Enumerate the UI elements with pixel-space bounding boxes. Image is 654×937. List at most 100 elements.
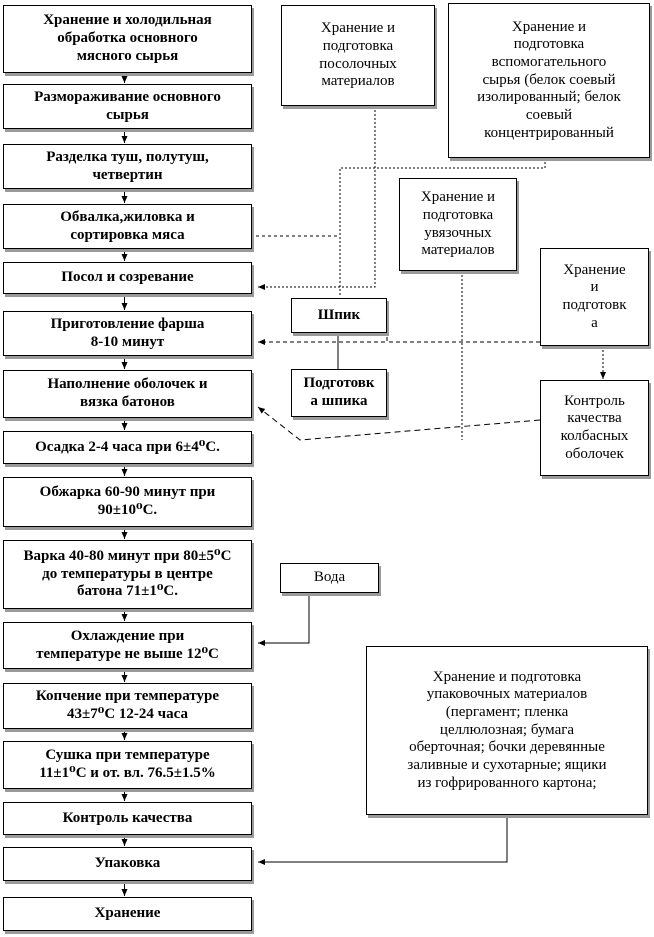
text-line: сырья <box>106 106 149 123</box>
text-line: Посол и созревание <box>61 269 194 286</box>
text-line: подготовка <box>422 206 494 223</box>
step-settling-label: Осадка 2-4 часа при 6±4⁰С. <box>35 439 220 457</box>
text-line: Вода <box>313 569 346 586</box>
text-line: сырья (белок соевый <box>482 71 616 88</box>
text-line: а <box>591 314 598 331</box>
text-line: Копчение при температуре <box>35 688 220 705</box>
text-line: Осадка 2-4 часа при 6±4⁰С. <box>35 438 220 455</box>
text-line: Разделка туш, полутуш, <box>46 148 209 165</box>
text-line: оболочек <box>565 445 624 462</box>
text-line: сортировка мяса <box>70 226 185 243</box>
text-line: целлюлозная; бумага <box>439 721 575 738</box>
salt-to-curing-connector <box>258 106 376 290</box>
packaging-to-packing-connector <box>258 816 508 865</box>
text-line: изолированный; белок <box>477 89 621 106</box>
text-line: до температуры в центре <box>42 565 213 582</box>
step-curing: Посол и созревание <box>3 262 252 294</box>
box-water: Вода <box>280 563 379 593</box>
text-line: вспомогательного <box>491 53 607 70</box>
text-line: Обжарка 60-90 минут при <box>39 484 216 501</box>
text-line: Приготовление фарша <box>50 315 205 332</box>
text-line: батона 71±1⁰С. <box>76 583 179 600</box>
text-line: и <box>590 279 599 296</box>
step-storage: Хранение <box>3 897 252 931</box>
text-line: увязочных <box>424 224 492 241</box>
text-line: Хранение и <box>320 20 396 37</box>
text-line: Хранение и <box>420 189 496 206</box>
text-line: 90±10⁰С. <box>97 502 158 518</box>
text-line: Хранение и <box>511 18 587 35</box>
step-storage-label: Хранение <box>95 905 161 923</box>
text-line: подготовк <box>562 297 627 313</box>
text-line: обработка основного <box>57 30 198 47</box>
text-line: Подготовк <box>303 375 375 392</box>
text-line: подготовка <box>513 36 585 53</box>
text-line: а шпика <box>310 393 368 409</box>
text-line: посолочных <box>319 55 397 72</box>
text-line: (пергамент; пленка <box>445 703 569 720</box>
text-line: материалов <box>321 73 395 90</box>
text-line: Хранение и холодильная <box>43 12 212 29</box>
step-carcass-cutting-label: Разделка туш, полутуш,четвертин <box>46 149 209 184</box>
text-line: качества <box>567 410 622 427</box>
text-line: Сушка при температуре <box>45 747 210 764</box>
box-shpik: Шпик <box>291 298 387 333</box>
box-shpik-label: Шпик <box>318 307 360 325</box>
text-line: мясного сырья <box>76 47 179 64</box>
step-curing-label: Посол и созревание <box>61 269 193 287</box>
text-line: 8-10 минут <box>90 333 165 350</box>
text-line: Контроль качества <box>62 809 193 826</box>
text-line: Контроль <box>564 392 625 409</box>
text-line: Обвалка,жиловка и <box>60 208 195 225</box>
text-line: колбасных <box>560 428 629 444</box>
text-line: заливные и сухотарные; ящики <box>407 757 607 774</box>
text-line: Размораживание основного <box>34 88 221 105</box>
text-line: Наполнение оболочек и <box>47 376 208 393</box>
box-water-label: Вода <box>314 569 345 587</box>
text-line: Упаковка <box>94 855 161 872</box>
text-line: соевый <box>525 107 573 124</box>
text-line: материалов <box>421 242 495 259</box>
step-settling: Осадка 2-4 часа при 6±4⁰С. <box>3 431 252 464</box>
step-packing-label: Упаковка <box>95 855 161 873</box>
text-line: 11±1⁰С и от. вл. 76.5±1.5% <box>39 765 216 781</box>
text-line: упаковочных материалов <box>426 686 588 703</box>
water-to-cooling-connector <box>258 592 310 646</box>
step-quality-control-label: Контроль качества <box>63 810 193 828</box>
text-line: температуре не выше 12⁰С <box>36 645 219 662</box>
step-quality-control: Контроль качества <box>3 802 252 835</box>
